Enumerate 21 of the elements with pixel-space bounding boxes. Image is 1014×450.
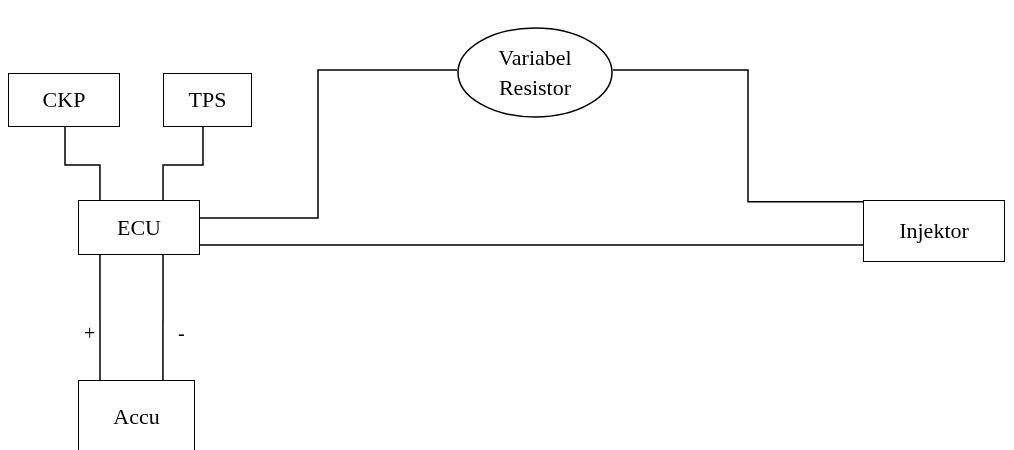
- component-label: Accu: [113, 402, 160, 431]
- wire-line: [199, 244, 864, 246]
- component-box: [78, 200, 200, 255]
- resistor-ellipse: [457, 27, 613, 118]
- component-box: [78, 380, 195, 450]
- component-label: TPS: [188, 86, 227, 115]
- component-label: Variabel Resistor: [497, 43, 573, 102]
- wire-line: [99, 254, 101, 381]
- wire-line: [199, 69, 458, 219]
- wire-line: [64, 126, 101, 201]
- component-label: CKP: [42, 86, 86, 115]
- component-box: [163, 73, 252, 127]
- component-box: [863, 200, 1005, 262]
- wire-line: [162, 126, 204, 201]
- wire-polarity-label: +: [84, 322, 96, 345]
- wire-polarity-label: -: [178, 322, 185, 345]
- wire-line: [162, 254, 164, 381]
- wire-line: [612, 69, 864, 203]
- component-label: Injektor: [899, 217, 969, 246]
- component-label: ECU: [117, 213, 161, 242]
- component-box: [8, 73, 120, 127]
